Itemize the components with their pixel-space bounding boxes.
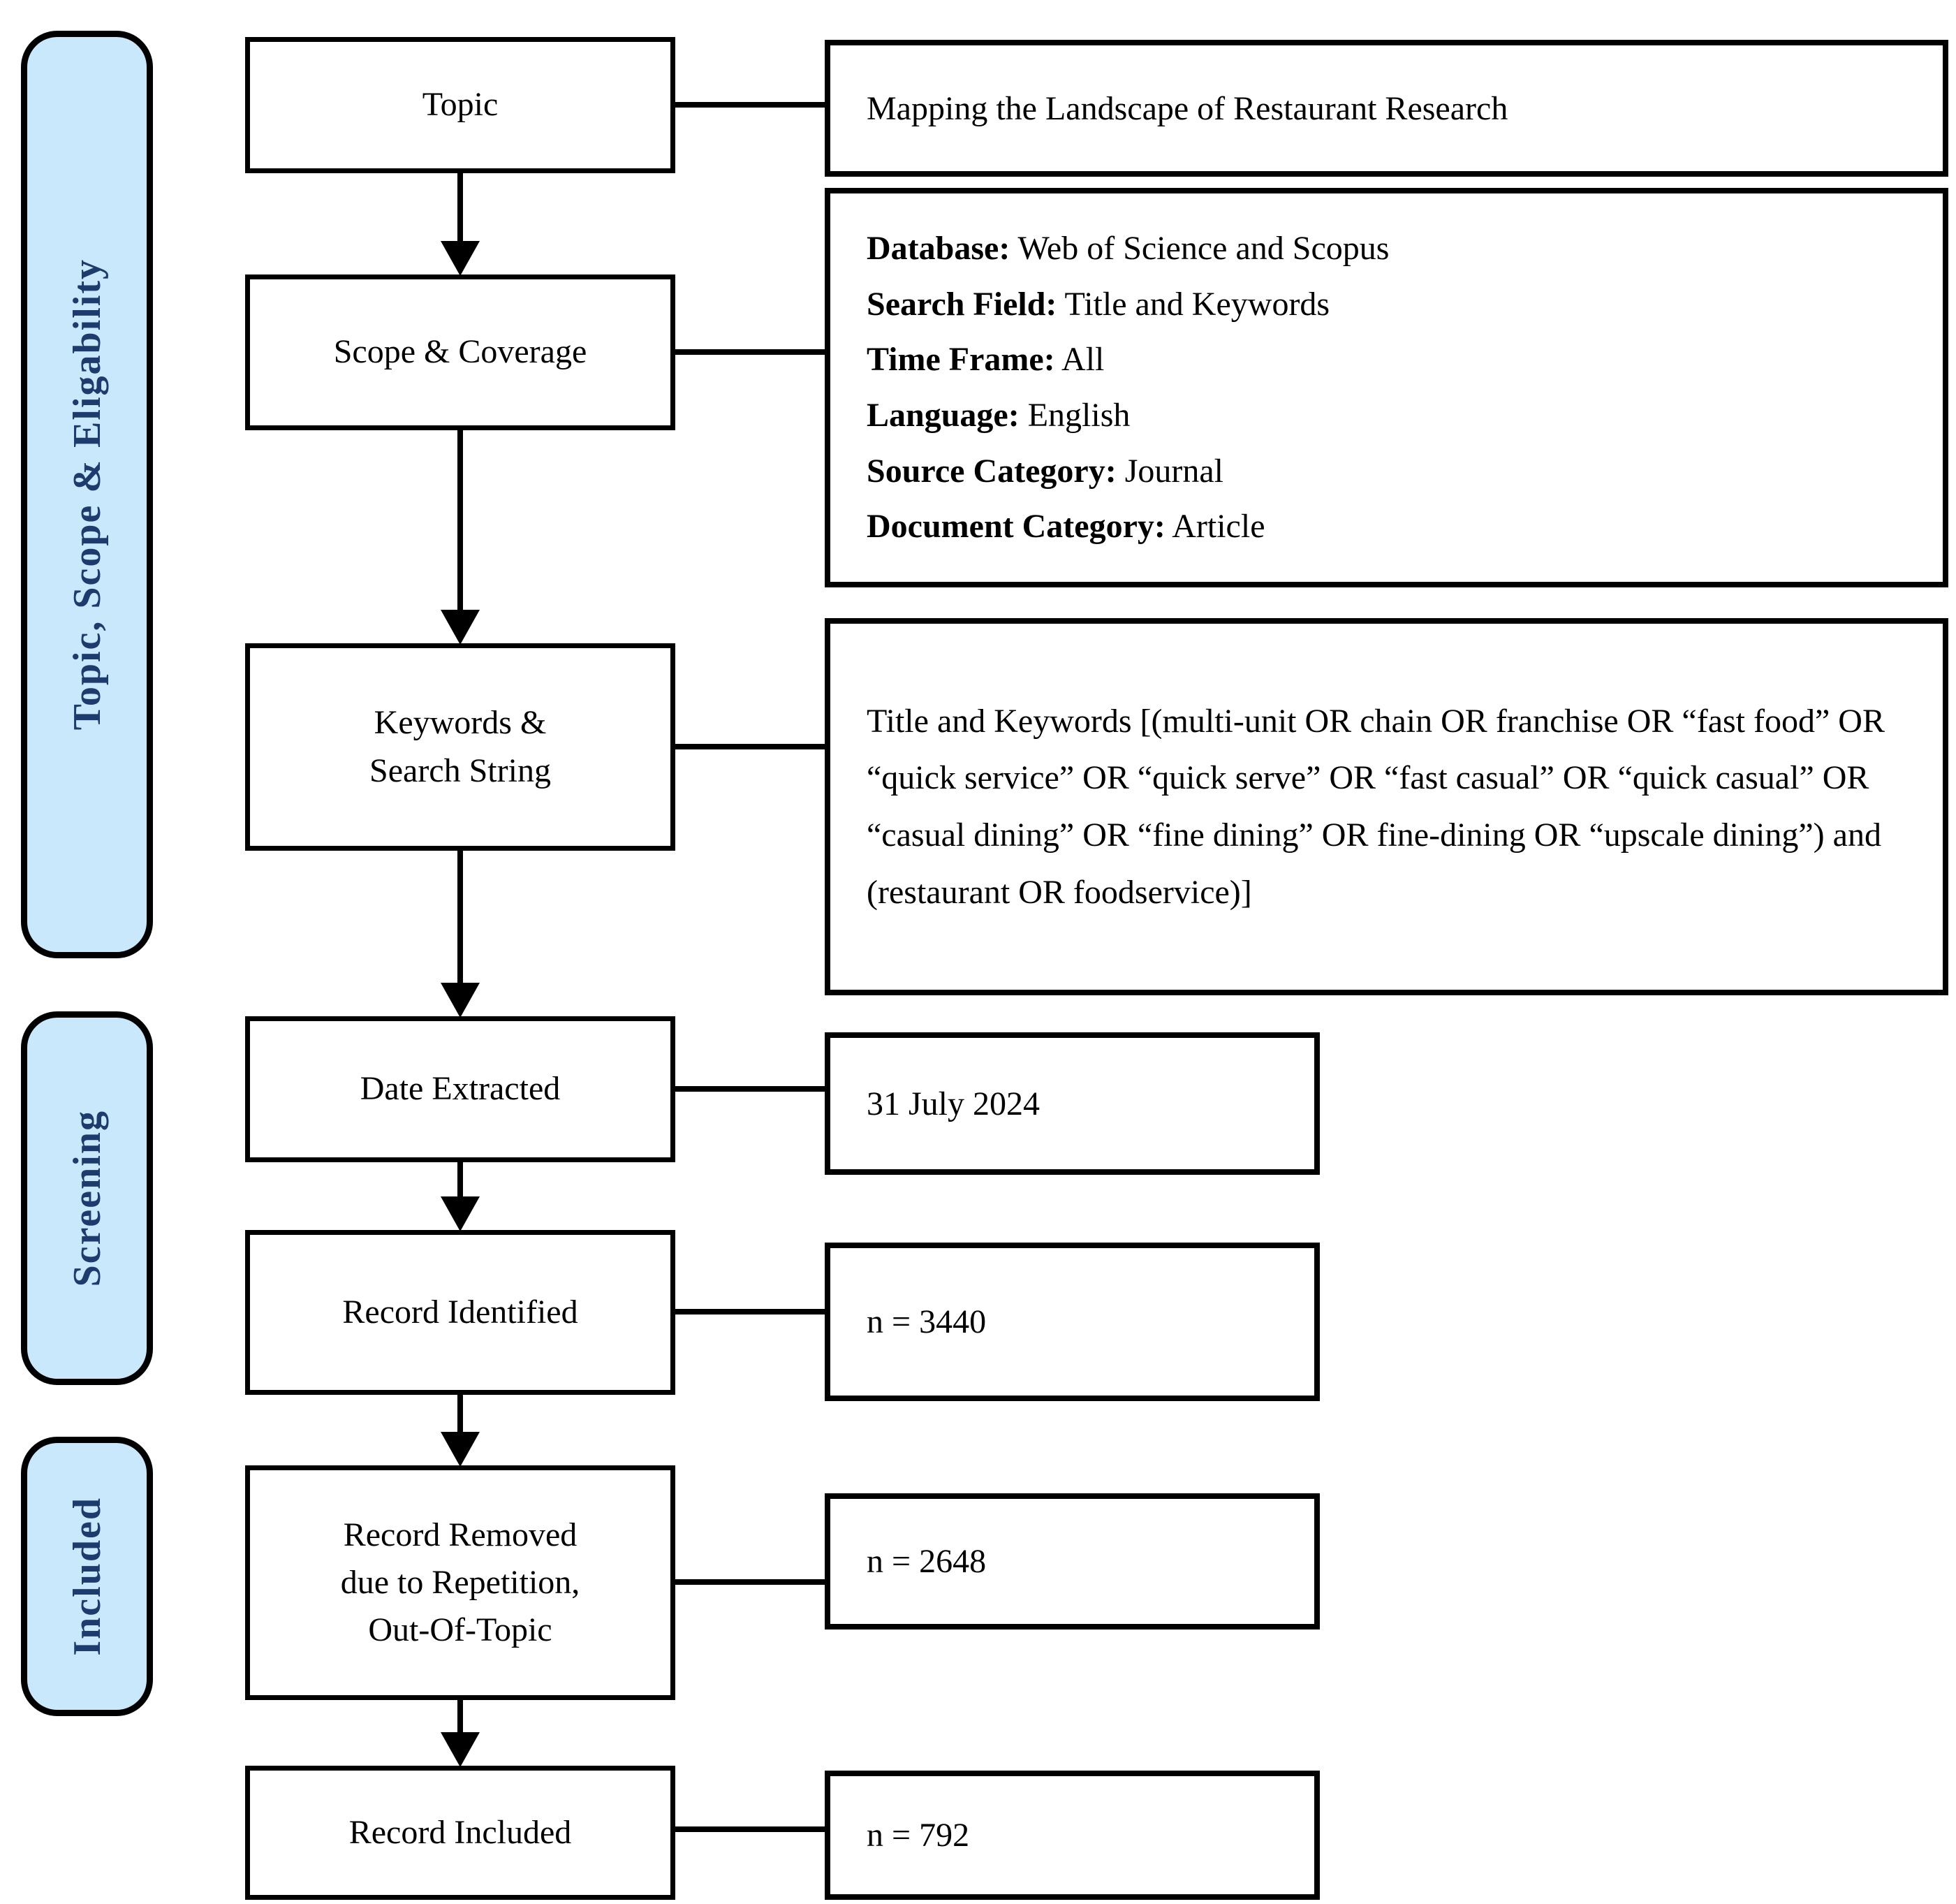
arrow-scope-to-keywords-stem — [457, 430, 463, 611]
detail-records-included-count: n = 792 — [867, 1817, 970, 1854]
arrow-topic-to-scope-head — [441, 241, 480, 276]
field-time-frame: Time Frame: All — [867, 332, 1901, 388]
step-record-included-box: Record Included — [245, 1766, 675, 1900]
field-search-field-label: Search Field: — [867, 285, 1057, 323]
field-time-frame-label: Time Frame: — [867, 341, 1055, 379]
detail-topic-box: Mapping the Landscape of Restaurant Rese… — [825, 40, 1948, 177]
step-date-extracted-box: Date Extracted — [245, 1016, 675, 1162]
detail-records-included-box: n = 792 — [825, 1771, 1320, 1900]
detail-records-identified-count: n = 3440 — [867, 1303, 987, 1340]
step-record-removed-label-line3: Out-Of-Topic — [368, 1611, 552, 1649]
field-database-label: Database: — [867, 229, 1010, 267]
field-language: Language: English — [867, 388, 1901, 444]
connector-date-detail — [672, 1086, 828, 1092]
field-search-field-value: Title and Keywords — [1057, 285, 1330, 323]
arrow-keywords-to-date-stem — [457, 851, 463, 984]
stage-topic-scope-eligibility-label: Topic, Scope & Eligability — [65, 258, 109, 731]
detail-date-extracted-text: 31 July 2024 — [867, 1085, 1040, 1122]
arrow-scope-to-keywords-head — [441, 610, 480, 645]
field-database: Database: Web of Science and Scopus — [867, 221, 1901, 277]
field-source-category: Source Category: Journal — [867, 444, 1901, 499]
field-document-category: Document Category: Article — [867, 499, 1901, 555]
field-document-category-label: Document Category: — [867, 508, 1165, 545]
connector-identified-detail — [672, 1309, 828, 1315]
field-source-category-value: Journal — [1116, 452, 1223, 490]
step-topic-label: Topic — [422, 86, 499, 124]
connector-keywords-detail — [672, 744, 828, 749]
detail-scope-coverage-box: Database: Web of Science and Scopus Sear… — [825, 188, 1948, 587]
detail-date-extracted-box: 31 July 2024 — [825, 1032, 1320, 1175]
field-database-value: Web of Science and Scopus — [1010, 229, 1390, 267]
step-record-identified-label: Record Identified — [342, 1293, 578, 1331]
step-record-removed-label-line1: Record Removed — [343, 1516, 578, 1553]
stage-included: Included — [21, 1437, 153, 1716]
stage-included-label: Included — [65, 1497, 109, 1656]
step-record-removed-box: Record Removed due to Repetition, Out-Of… — [245, 1465, 675, 1700]
arrow-topic-to-scope-stem — [457, 173, 463, 242]
field-language-label: Language: — [867, 397, 1020, 434]
arrow-date-to-identified-head — [441, 1196, 480, 1231]
arrow-keywords-to-date-head — [441, 983, 480, 1018]
connector-included-detail — [672, 1826, 828, 1832]
arrow-identified-to-removed-stem — [457, 1395, 463, 1434]
detail-records-removed-box: n = 2648 — [825, 1493, 1320, 1630]
connector-topic-detail — [672, 102, 828, 108]
arrow-removed-to-included-stem — [457, 1700, 463, 1734]
stage-screening: Screening — [21, 1011, 153, 1385]
field-language-value: English — [1019, 397, 1131, 434]
step-scope-coverage-box: Scope & Coverage — [245, 274, 675, 430]
connector-removed-detail — [672, 1579, 828, 1585]
step-keywords-search-string-box: Keywords & Search String — [245, 643, 675, 851]
field-document-category-value: Article — [1165, 508, 1265, 545]
arrow-removed-to-included-head — [441, 1732, 480, 1767]
arrow-date-to-identified-stem — [457, 1162, 463, 1199]
detail-search-string-box: Title and Keywords [(multi-unit OR chain… — [825, 618, 1948, 995]
field-source-category-label: Source Category: — [867, 452, 1117, 490]
step-record-identified-box: Record Identified — [245, 1230, 675, 1395]
detail-records-identified-box: n = 3440 — [825, 1243, 1320, 1401]
connector-scope-detail — [672, 349, 828, 355]
step-record-removed-label-line2: due to Repetition, — [340, 1563, 580, 1601]
step-keywords-label-line1: Keywords & — [374, 704, 547, 742]
field-time-frame-value: All — [1054, 341, 1105, 379]
stage-topic-scope-eligibility: Topic, Scope & Eligability — [21, 31, 153, 958]
arrow-identified-to-removed-head — [441, 1432, 480, 1467]
step-topic-box: Topic — [245, 37, 675, 173]
step-keywords-label-line2: Search String — [369, 752, 551, 789]
step-scope-coverage-label: Scope & Coverage — [333, 333, 587, 371]
detail-search-string-text: Title and Keywords [(multi-unit OR chain… — [867, 702, 1885, 911]
step-date-extracted-label: Date Extracted — [360, 1070, 561, 1108]
detail-topic-text: Mapping the Landscape of Restaurant Rese… — [867, 89, 1508, 127]
step-record-included-label: Record Included — [348, 1813, 572, 1851]
detail-records-removed-count: n = 2648 — [867, 1543, 987, 1580]
stage-screening-label: Screening — [65, 1109, 109, 1287]
field-search-field: Search Field: Title and Keywords — [867, 277, 1901, 332]
